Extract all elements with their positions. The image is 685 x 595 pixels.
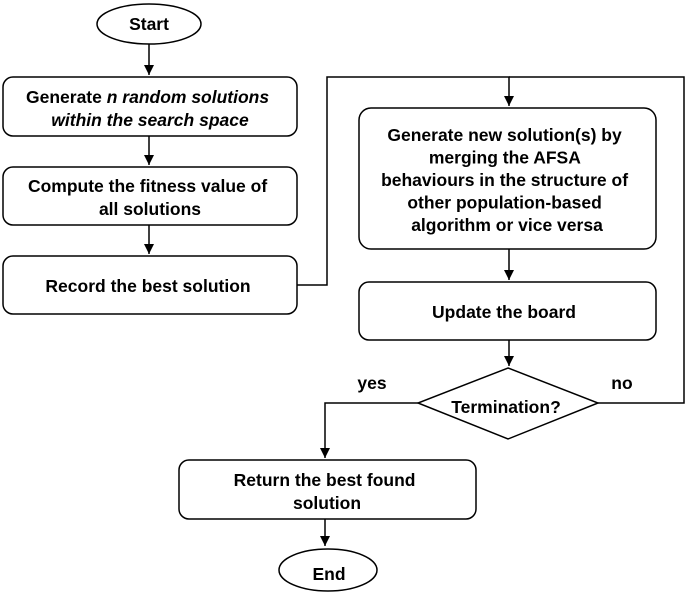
edge-record-to-merge <box>297 76 514 286</box>
compute-fitness-label: Compute the fitness value of all solutio… <box>28 176 272 219</box>
compute-fitness-node: Compute the fitness value of all solutio… <box>2 166 298 226</box>
merge-behaviours-line5: algorithm or vice versa <box>411 215 603 235</box>
generate-solutions-label: Generate n random solutions within the s… <box>26 87 274 130</box>
compute-fitness-line2: all solutions <box>99 199 201 219</box>
generate-solutions-text: Generate <box>26 87 107 107</box>
yes-branch-label: yes <box>357 373 386 393</box>
generate-solutions-node: Generate n random solutions within the s… <box>2 76 298 137</box>
end-node: End <box>278 548 378 592</box>
compute-fitness-line1: Compute the fitness value of <box>28 176 267 196</box>
merge-behaviours-line2: merging the AFSA <box>429 148 581 168</box>
record-best-node: Record the best solution <box>2 255 298 315</box>
merge-behaviours-label: Generate new solution(s) by merging the … <box>381 125 633 235</box>
generate-solutions-italic-text: n random solutions <box>107 87 270 107</box>
return-best-node: Return the best found solution <box>178 459 477 520</box>
start-node: Start <box>96 3 202 45</box>
merge-behaviours-line3: behaviours in the structure of <box>381 170 628 190</box>
return-best-line1: Return the best found <box>234 470 416 490</box>
update-board-node: Update the board <box>358 281 657 341</box>
merge-behaviours-line4: other population-based <box>407 193 601 213</box>
termination-decision-node: Termination? <box>415 367 601 440</box>
no-branch-label: no <box>611 373 632 393</box>
generate-solutions-italic-line2: within the search space <box>51 110 249 130</box>
return-best-label: Return the best found solution <box>234 470 421 513</box>
end-label: End <box>312 564 345 584</box>
start-label: Start <box>129 14 169 34</box>
return-best-line2: solution <box>293 493 361 513</box>
edge-decision-no-loop <box>509 76 685 404</box>
merge-behaviours-node: Generate new solution(s) by merging the … <box>358 107 657 250</box>
merge-behaviours-line1: Generate new solution(s) by <box>387 125 622 145</box>
connectors <box>144 44 685 546</box>
termination-decision-label: Termination? <box>451 397 561 417</box>
record-best-label: Record the best solution <box>45 276 250 296</box>
edge-decision-yes-to-return <box>320 402 418 458</box>
update-board-label: Update the board <box>432 302 576 322</box>
